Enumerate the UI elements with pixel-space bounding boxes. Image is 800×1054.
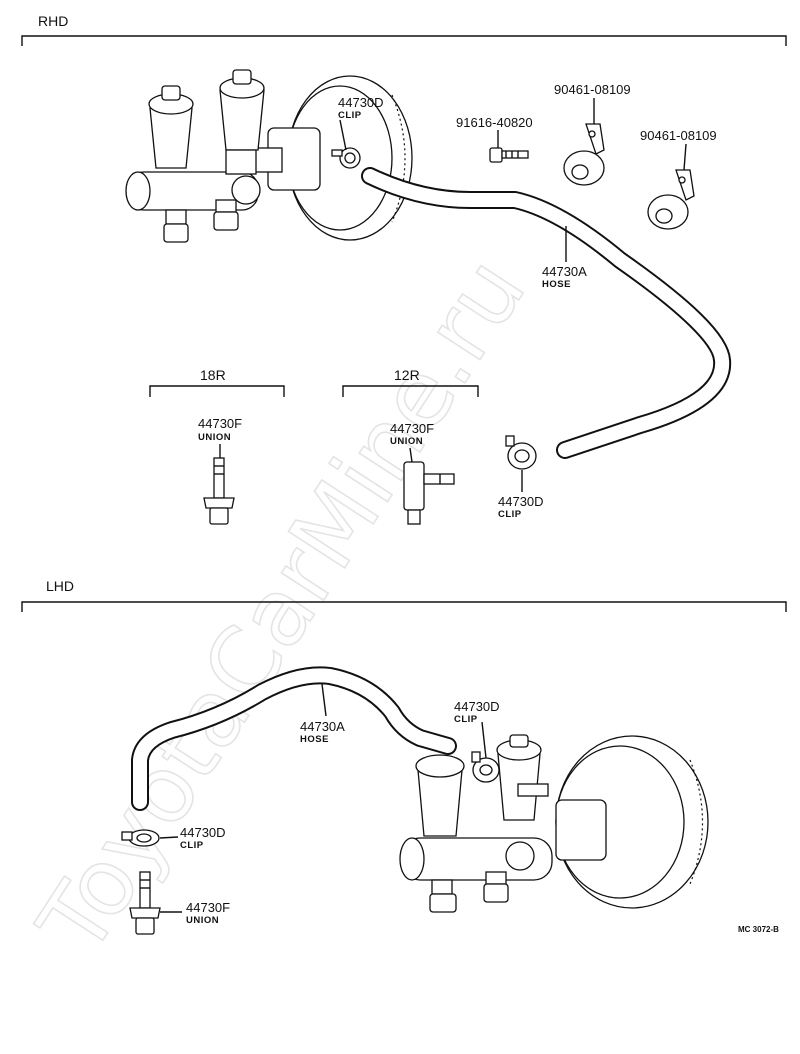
- callout-rhd-bolt: 91616-40820: [456, 115, 533, 130]
- callout-rhd-hose: 44730A HOSE: [542, 264, 587, 290]
- vacuum-hose-lhd: [131, 666, 457, 811]
- vacuum-hose-rhd: [361, 167, 732, 459]
- svg-text:44730F: 44730F: [186, 900, 230, 915]
- callout-lhd-hose: 44730A HOSE: [300, 719, 345, 745]
- callout-rhd-clamp-2: 90461-08109: [640, 128, 717, 143]
- svg-text:CLIP: CLIP: [338, 110, 362, 121]
- brake-booster-rhd: [251, 75, 413, 241]
- engine-label-18r: 18R: [200, 367, 226, 383]
- union-12r: [403, 461, 455, 525]
- section-bracket-rhd: [21, 35, 787, 46]
- callout-union-18r: 44730F UNION: [198, 416, 242, 443]
- hose-clip-lhd-lower: [121, 829, 160, 847]
- master-cylinder-rhd: [125, 69, 265, 243]
- svg-text:UNION: UNION: [198, 432, 231, 443]
- svg-text:90461-08109: 90461-08109: [640, 128, 717, 143]
- hose-clip-rhd-lower: [505, 435, 537, 470]
- engine-label-12r: 12R: [394, 367, 420, 383]
- svg-text:UNION: UNION: [186, 915, 219, 926]
- hose-clip-rhd-top: [331, 147, 361, 169]
- svg-text:44730D: 44730D: [454, 699, 500, 714]
- svg-text:44730F: 44730F: [198, 416, 242, 431]
- svg-text:CLIP: CLIP: [454, 714, 478, 725]
- hose-clamp-90461-08109-b: [647, 169, 695, 230]
- callout-lhd-clip-lower: 44730D CLIP: [180, 825, 226, 851]
- engine-bracket-18r: [149, 385, 285, 397]
- svg-text:HOSE: HOSE: [300, 734, 329, 745]
- callout-rhd-clip-top: 44730D CLIP: [338, 95, 384, 121]
- diagram-code: MC 3072-B: [738, 925, 779, 934]
- svg-text:44730A: 44730A: [300, 719, 345, 734]
- svg-text:44730F: 44730F: [390, 421, 434, 436]
- svg-text:HOSE: HOSE: [542, 279, 571, 290]
- svg-text:CLIP: CLIP: [498, 509, 522, 520]
- engine-bracket-12r: [342, 385, 479, 397]
- bolt-91616-40820: [489, 147, 529, 163]
- union-lhd: [129, 871, 161, 935]
- callout-lhd-clip-top: 44730D CLIP: [454, 699, 500, 725]
- section-bracket-lhd: [21, 601, 787, 612]
- leader-lines: [159, 98, 687, 913]
- master-cylinder-lhd: [399, 734, 553, 913]
- brake-booster-lhd: [555, 735, 709, 909]
- svg-text:44730D: 44730D: [338, 95, 384, 110]
- callout-lhd-union: 44730F UNION: [186, 900, 230, 926]
- union-18r: [203, 457, 235, 525]
- callout-union-12r: 44730F UNION: [390, 421, 434, 447]
- callout-rhd-clip-lower: 44730D CLIP: [498, 494, 544, 520]
- section-label-lhd: LHD: [46, 578, 74, 594]
- section-label-rhd: RHD: [38, 13, 68, 29]
- svg-text:90461-08109: 90461-08109: [554, 82, 631, 97]
- svg-text:91616-40820: 91616-40820: [456, 115, 533, 130]
- svg-text:44730D: 44730D: [180, 825, 226, 840]
- svg-text:CLIP: CLIP: [180, 840, 204, 851]
- svg-text:44730D: 44730D: [498, 494, 544, 509]
- callout-rhd-clamp-1: 90461-08109: [554, 82, 631, 97]
- svg-text:44730A: 44730A: [542, 264, 587, 279]
- hose-clamp-90461-08109-a: [563, 123, 605, 186]
- svg-text:UNION: UNION: [390, 436, 423, 447]
